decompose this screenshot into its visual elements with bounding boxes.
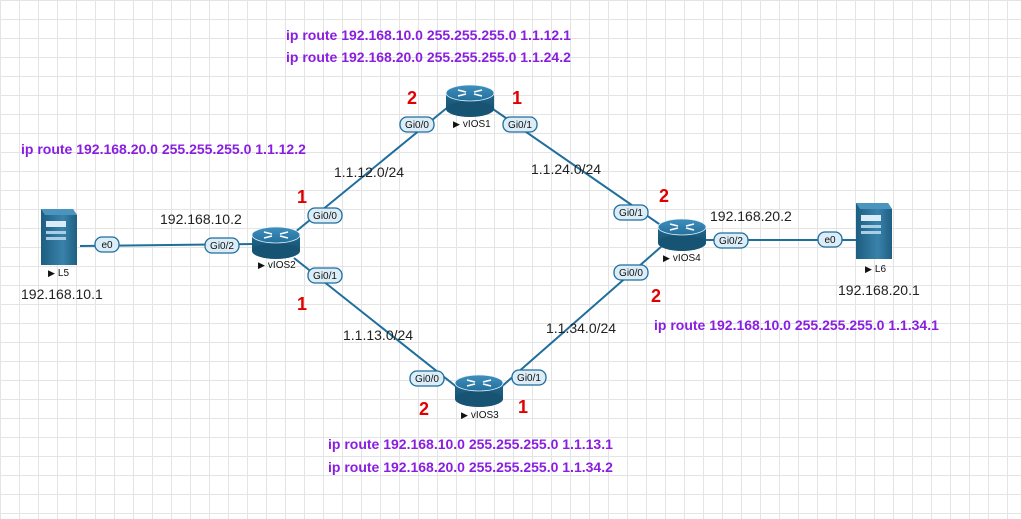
port-number-vios4-bottom: 2 (651, 286, 662, 306)
router-vios4[interactable] (657, 218, 707, 251)
route-vios1-line1: ip route 192.168.10.0 255.255.255.0 1.1.… (286, 27, 571, 43)
route-vios3-line1: ip route 192.168.10.0 255.255.255.0 1.1.… (328, 436, 613, 452)
svg-text:Gi0/0: Gi0/0 (619, 268, 643, 279)
svg-text:Gi0/2: Gi0/2 (719, 236, 743, 247)
network-label-n12: 1.1.12.0/24 (334, 164, 405, 180)
vios2-ip-label: 192.168.10.2 (160, 211, 242, 227)
port-number-vios4-top: 2 (659, 186, 670, 206)
svg-text:Gi0/1: Gi0/1 (508, 120, 532, 131)
iface-vios1-gi0-0[interactable]: Gi0/0 (399, 116, 435, 133)
network-label-n34: 1.1.34.0/24 (546, 320, 617, 336)
l6-ip-label: 192.168.20.1 (838, 282, 920, 298)
iface-l5-e0[interactable]: e0 (94, 236, 120, 253)
port-number-vios1-left: 2 (407, 88, 418, 108)
router-vios2[interactable] (251, 226, 301, 259)
router-arrows-icon (457, 89, 483, 97)
iface-vios2-gi0-1[interactable]: Gi0/1 (307, 267, 343, 284)
triangle-right-icon: ▶ (461, 410, 468, 420)
vios2-name-label: ▶vIOS2 (258, 260, 296, 271)
server-l5[interactable] (41, 209, 77, 265)
network-label-n13: 1.1.13.0/24 (343, 327, 414, 343)
iface-vios4-gi0-1[interactable]: Gi0/1 (613, 204, 649, 221)
port-number-vios2-bottom: 1 (297, 294, 308, 314)
iface-l6-e0[interactable]: e0 (817, 231, 843, 248)
port-number-vios1-right: 1 (512, 88, 523, 108)
triangle-right-icon: ▶ (258, 260, 265, 270)
triangle-right-icon: ▶ (865, 264, 872, 274)
iface-vios3-gi0-1[interactable]: Gi0/1 (511, 369, 547, 386)
iface-vios2-gi0-0[interactable]: Gi0/0 (307, 207, 343, 224)
l6-name-label: ▶L6 (865, 264, 887, 275)
triangle-right-icon: ▶ (48, 268, 55, 278)
router-vios1[interactable] (445, 84, 495, 117)
route-vios2-line1: ip route 192.168.20.0 255.255.255.0 1.1.… (21, 141, 306, 157)
svg-text:Gi0/1: Gi0/1 (619, 208, 643, 219)
vios4-name-label: ▶vIOS4 (663, 253, 701, 264)
route-vios3-line2: ip route 192.168.20.0 255.255.255.0 1.1.… (328, 459, 613, 475)
server-l6[interactable] (856, 203, 892, 259)
svg-text:e0: e0 (101, 240, 113, 251)
l5-ip-label: 192.168.10.1 (21, 286, 103, 302)
iface-vios3-gi0-0[interactable]: Gi0/0 (409, 370, 445, 387)
svg-text:Gi0/0: Gi0/0 (405, 120, 429, 131)
svg-text:Gi0/1: Gi0/1 (517, 373, 541, 384)
port-number-vios3-right: 1 (518, 397, 529, 417)
router-vios3[interactable] (454, 374, 504, 407)
iface-vios4-gi0-0[interactable]: Gi0/0 (613, 264, 649, 281)
router-arrows-icon (466, 379, 492, 387)
svg-text:Gi0/1: Gi0/1 (313, 271, 337, 282)
triangle-right-icon: ▶ (663, 253, 670, 263)
route-vios4-line1: ip route 192.168.10.0 255.255.255.0 1.1.… (654, 317, 939, 333)
vios1-name-label: ▶vIOS1 (453, 119, 491, 130)
router-arrows-icon (263, 231, 289, 239)
network-label-n24: 1.1.24.0/24 (531, 161, 602, 177)
iface-vios1-gi0-1[interactable]: Gi0/1 (502, 116, 538, 133)
iface-vios4-gi0-2[interactable]: Gi0/2 (713, 232, 749, 249)
svg-text:Gi0/0: Gi0/0 (313, 211, 337, 222)
route-vios1-line2: ip route 192.168.20.0 255.255.255.0 1.1.… (286, 49, 571, 65)
svg-text:e0: e0 (824, 235, 836, 246)
vios3-name-label: ▶vIOS3 (461, 410, 499, 421)
vios4-ip-label: 192.168.20.2 (710, 208, 792, 224)
svg-text:Gi0/0: Gi0/0 (415, 374, 439, 385)
port-number-vios2-top: 1 (297, 187, 308, 207)
iface-vios2-gi0-2[interactable]: Gi0/2 (204, 237, 240, 254)
router-arrows-icon (669, 223, 695, 231)
l5-name-label: ▶L5 (48, 268, 70, 279)
triangle-right-icon: ▶ (453, 119, 460, 129)
interface-labels: e0 Gi0/2 Gi0/0 Gi0/1 Gi0/0 Gi0/1 Gi0/1 (94, 116, 843, 387)
svg-text:Gi0/2: Gi0/2 (210, 241, 234, 252)
port-number-vios3-left: 2 (419, 399, 430, 419)
